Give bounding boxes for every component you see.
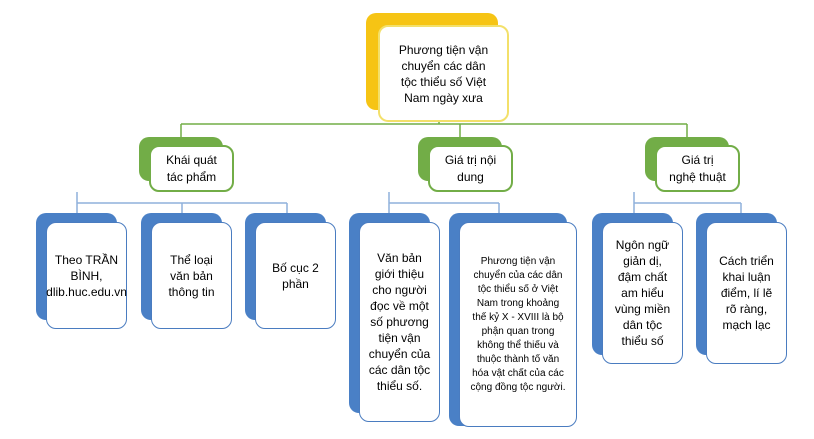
branch-1-child-2-node: Thể loại văn bản thông tin: [151, 222, 232, 329]
branch-3-child-2-text: Cách triển khai luận điểm, lí lẽ rõ ràng…: [719, 254, 774, 332]
connector-branch2-children: [388, 192, 500, 213]
branch-1-child-2-text: Thể loại văn bản thông tin: [168, 252, 215, 299]
branch-1-child-3-text: Bố cục 2 phần: [272, 260, 319, 291]
connector-branch1-children: [76, 192, 288, 213]
branch-2-child-1-text: Văn bản giới thiệu cho người đọc về một …: [368, 251, 431, 393]
connector-branch3-children: [633, 192, 742, 213]
branch-1-label: Khái quát tác phẩm: [166, 152, 217, 184]
branch-2-child-1-node: Văn bản giới thiệu cho người đọc về một …: [359, 222, 440, 422]
root-node: Phương tiện vận chuyển các dân tộc thiểu…: [378, 25, 509, 122]
branch-3-label: Giá trị nghệ thuật: [669, 152, 726, 184]
branch-3-node: Giá trị nghệ thuật: [655, 145, 740, 192]
branch-1-node: Khái quát tác phẩm: [149, 145, 234, 192]
branch-2-child-2-text: Phương tiện vận chuyển của các dân tộc t…: [470, 255, 566, 393]
branch-3-child-1-node: Ngôn ngữ giản dị, đậm chất am hiểu vùng …: [602, 222, 683, 364]
branch-3-child-2-node: Cách triển khai luận điểm, lí lẽ rõ ràng…: [706, 222, 787, 364]
branch-3-child-1-text: Ngôn ngữ giản dị, đậm chất am hiểu vùng …: [614, 238, 671, 348]
branch-1-child-1-node: Theo TRẦN BÌNH, dlib.huc.edu.vn: [46, 222, 127, 329]
branch-1-child-3-node: Bố cục 2 phần: [255, 222, 336, 329]
branch-1-child-1-text: Theo TRẦN BÌNH, dlib.huc.edu.vn: [46, 252, 127, 299]
branch-2-label: Giá trị nội dung: [444, 152, 497, 184]
branch-2-node: Giá trị nội dung: [428, 145, 513, 192]
root-node-text: Phương tiện vận chuyển các dân tộc thiểu…: [398, 42, 489, 105]
branch-2-child-2-node: Phương tiện vận chuyển của các dân tộc t…: [459, 222, 577, 427]
